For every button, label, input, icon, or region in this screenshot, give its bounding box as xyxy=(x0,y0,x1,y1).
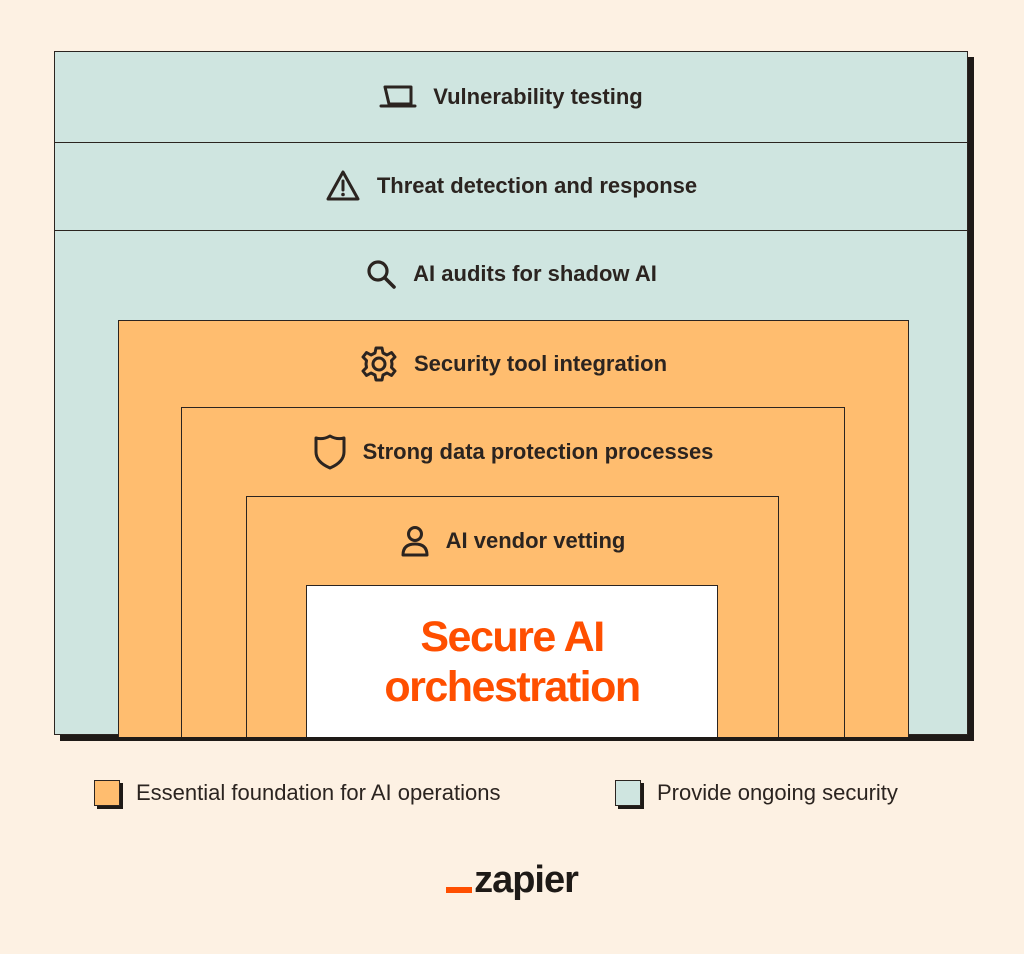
legend-swatch-teal xyxy=(615,780,641,806)
layers-diagram: Vulnerability testing Threat detection a… xyxy=(54,51,968,737)
foundation-layer-security-tool: Security tool integration Strong data pr… xyxy=(118,320,909,737)
core-title-line-2: orchestration xyxy=(384,663,641,711)
core-secure-ai-orchestration: Secure AI orchestration xyxy=(306,585,718,737)
layer-vulnerability-testing: Vulnerability testing xyxy=(55,52,967,142)
layer-ai-audits: AI audits for shadow AI xyxy=(55,230,967,318)
core-title-line-1: Secure AI xyxy=(420,613,605,661)
layer-label: Strong data protection processes xyxy=(362,439,714,464)
logo-wordmark: zapier xyxy=(474,859,579,901)
layer-threat-detection: Threat detection and response xyxy=(55,142,967,230)
layer-label: Threat detection and response xyxy=(376,173,698,198)
ongoing-security-layer: Vulnerability testing Threat detection a… xyxy=(54,51,968,737)
layer-label: Vulnerability testing xyxy=(433,84,643,109)
search-icon xyxy=(365,258,397,290)
legend-item-foundation: Essential foundation for AI operations xyxy=(94,778,500,808)
legend-swatch-orange xyxy=(94,780,120,806)
divider xyxy=(55,142,967,143)
foundation-layer-vendor-vetting: AI vendor vetting Secure AI orchestratio… xyxy=(246,496,779,737)
layer-label: AI vendor vetting xyxy=(445,528,626,553)
layer-vendor-vetting: AI vendor vetting xyxy=(247,497,778,585)
legend-label: Provide ongoing security xyxy=(657,780,898,805)
divider xyxy=(55,230,967,231)
core-title: Secure AI orchestration xyxy=(307,612,717,712)
layer-label: Security tool integration xyxy=(413,351,668,376)
gear-icon xyxy=(360,345,398,383)
legend-label: Essential foundation for AI operations xyxy=(136,780,501,805)
shield-icon xyxy=(313,434,347,470)
layer-label: AI audits for shadow AI xyxy=(413,261,657,286)
layer-data-protection: Strong data protection processes xyxy=(182,408,844,496)
zapier-logo: zapier xyxy=(0,858,1024,902)
laptop-icon xyxy=(379,84,417,110)
warning-icon xyxy=(325,169,361,203)
layer-security-tool-integration: Security tool integration xyxy=(119,321,908,407)
logo-underscore xyxy=(446,887,473,893)
user-icon xyxy=(400,525,430,557)
foundation-layer-data-protection: Strong data protection processes AI vend… xyxy=(181,407,845,737)
legend-item-ongoing-security: Provide ongoing security xyxy=(615,778,898,808)
